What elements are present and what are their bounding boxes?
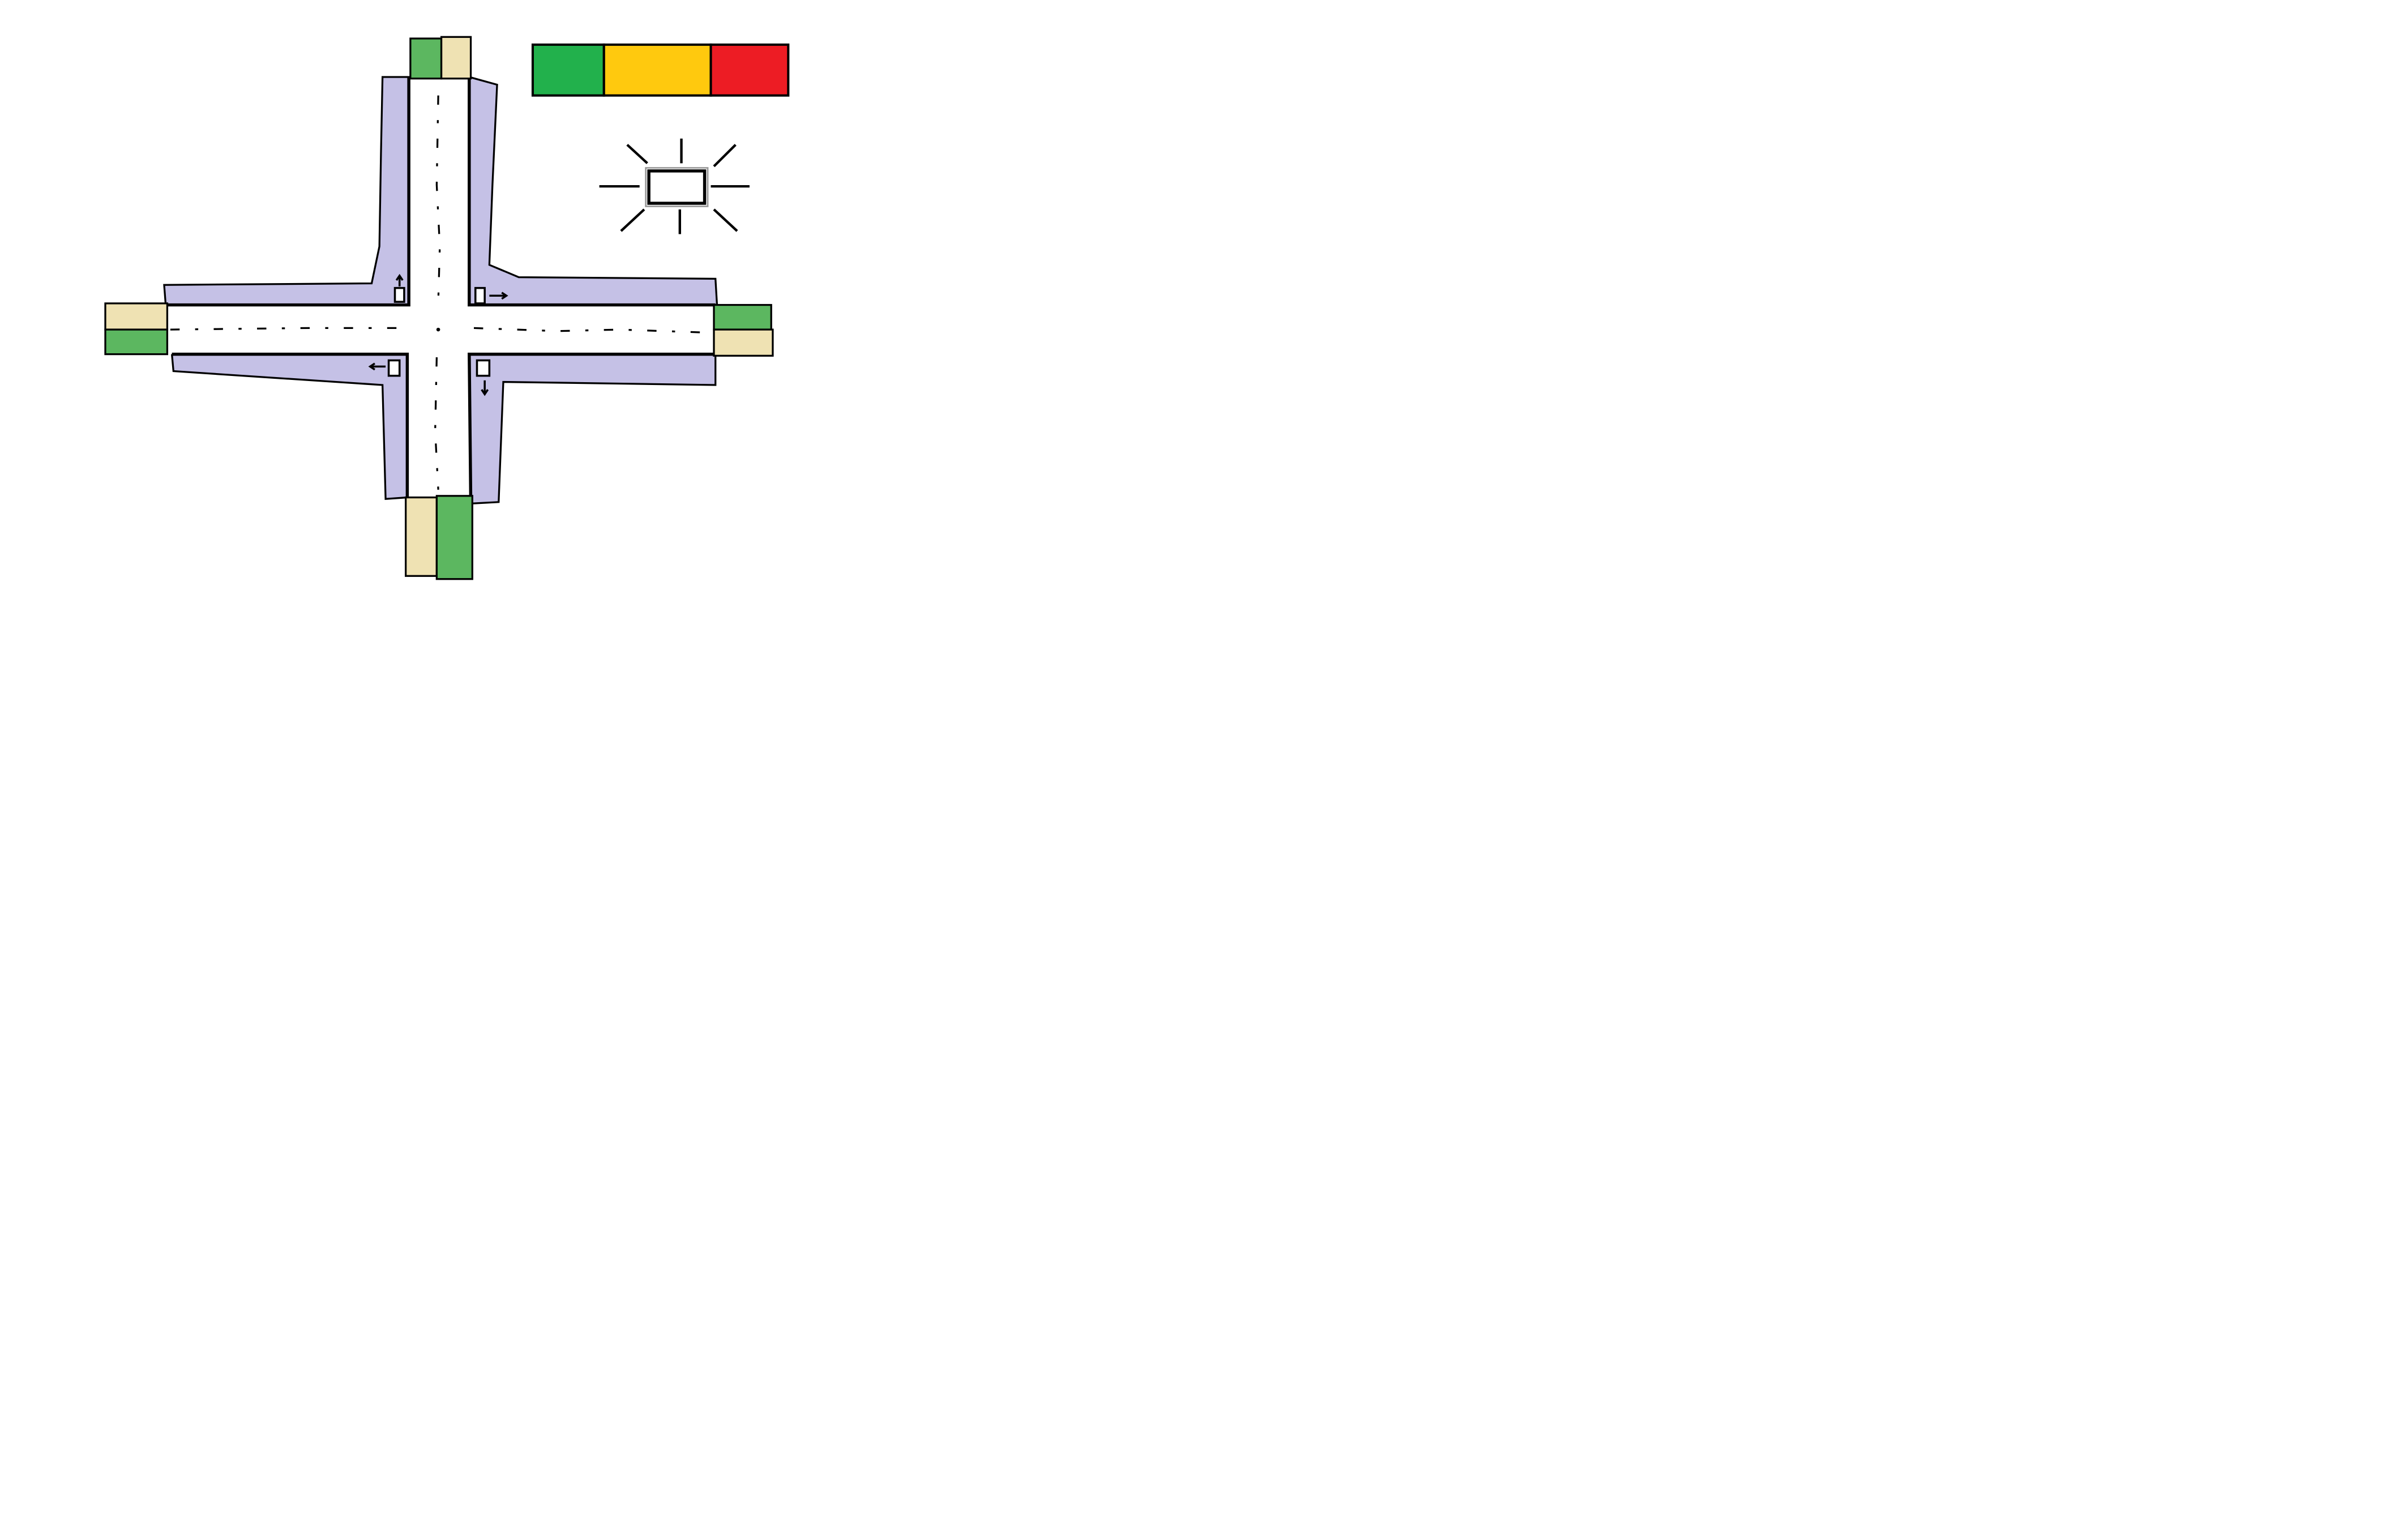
sidewalk-southeast	[468, 353, 717, 505]
end-zone-east-green	[713, 303, 772, 331]
signal-head-west[interactable]	[368, 359, 401, 377]
end-zone-south-green	[435, 495, 473, 580]
road	[165, 77, 716, 504]
vehicle-body	[647, 169, 707, 205]
road-horizontal	[165, 305, 716, 354]
center-point	[436, 327, 440, 332]
curb-northwest	[165, 77, 410, 307]
up-arrow-icon	[395, 273, 404, 286]
right-arrow-icon	[489, 292, 508, 300]
center-line-south	[434, 357, 439, 490]
sidewalk-southwest	[170, 353, 409, 500]
signal-head-north[interactable]	[393, 273, 405, 303]
flashing-vehicle-icon	[599, 138, 750, 234]
vehicle-outline-outer	[645, 167, 709, 207]
signal-head-south[interactable]	[476, 359, 491, 396]
signal-box	[393, 286, 405, 303]
end-zone-west-green	[104, 328, 169, 356]
signal-heads	[368, 273, 508, 396]
end-zones	[104, 36, 774, 580]
end-zone-west-beige	[104, 302, 169, 331]
center-line-north	[435, 95, 441, 302]
sidewalks	[163, 75, 718, 505]
traffic-light-legend	[531, 43, 790, 97]
signal-box	[387, 359, 401, 377]
signal-box	[476, 359, 491, 377]
light-red-swatch	[709, 43, 790, 97]
curb-northeast	[468, 77, 716, 307]
light-green-swatch	[531, 43, 605, 97]
end-zone-south-beige	[405, 496, 438, 577]
signal-box	[474, 286, 486, 305]
down-arrow-icon	[481, 380, 489, 396]
end-zone-east-beige	[713, 328, 774, 357]
end-zone-north-beige	[440, 36, 472, 80]
signal-head-east[interactable]	[474, 286, 508, 305]
light-yellow-swatch	[602, 43, 712, 97]
flash-rays	[599, 138, 750, 234]
sidewalk-northwest	[163, 76, 410, 306]
center-line-west	[170, 327, 406, 331]
curb-southeast	[468, 352, 716, 504]
curb-southwest	[172, 352, 409, 498]
left-arrow-icon	[368, 362, 386, 371]
road-vertical	[409, 77, 469, 500]
end-zone-north-green	[409, 37, 443, 80]
